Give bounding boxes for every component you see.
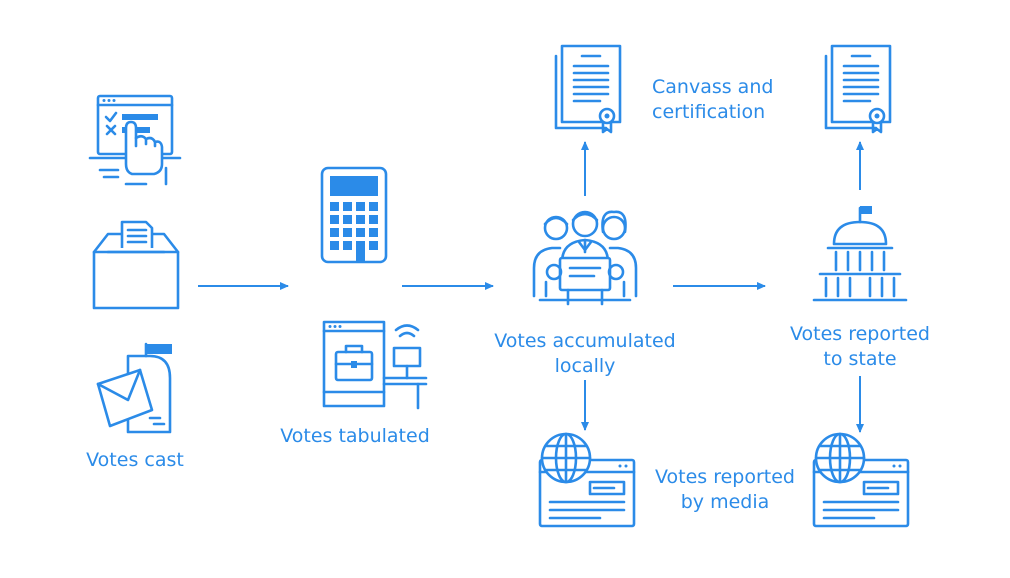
voting-machine-icon bbox=[322, 320, 428, 410]
node-votes-cast-label: Votes cast bbox=[60, 448, 210, 473]
canvass-line2: certification bbox=[652, 101, 766, 123]
votes-cast-text: Votes cast bbox=[86, 449, 184, 471]
node-media-label: Votes reported by media bbox=[640, 465, 810, 515]
node-votes-accumulated-label: Votes accumulated locally bbox=[485, 329, 685, 379]
web-news-icon bbox=[538, 432, 636, 528]
ballot-box-icon bbox=[92, 220, 180, 310]
votes-accumulated-line1: Votes accumulated bbox=[494, 330, 676, 352]
certificate-icon bbox=[554, 44, 622, 134]
capitol-building-icon bbox=[812, 206, 908, 302]
web-news-icon bbox=[812, 432, 910, 528]
certificate-icon bbox=[824, 44, 892, 134]
canvass-line1: Canvass and bbox=[652, 76, 774, 98]
votes-accumulated-line2: locally bbox=[554, 355, 616, 377]
online-voting-icon bbox=[88, 94, 182, 186]
calculator-icon bbox=[320, 166, 388, 264]
votes-reported-state-line1: Votes reported bbox=[789, 323, 930, 345]
node-votes-tabulated-label: Votes tabulated bbox=[265, 424, 445, 449]
media-line2: by media bbox=[680, 491, 770, 513]
mailbox-icon bbox=[96, 342, 172, 434]
officials-group-icon bbox=[532, 210, 638, 306]
node-canvass-label: Canvass and certification bbox=[652, 75, 812, 125]
media-line1: Votes reported bbox=[654, 466, 795, 488]
node-votes-reported-state-label: Votes reported to state bbox=[770, 322, 950, 372]
votes-reported-state-line2: to state bbox=[823, 348, 897, 370]
votes-tabulated-text: Votes tabulated bbox=[280, 425, 430, 447]
